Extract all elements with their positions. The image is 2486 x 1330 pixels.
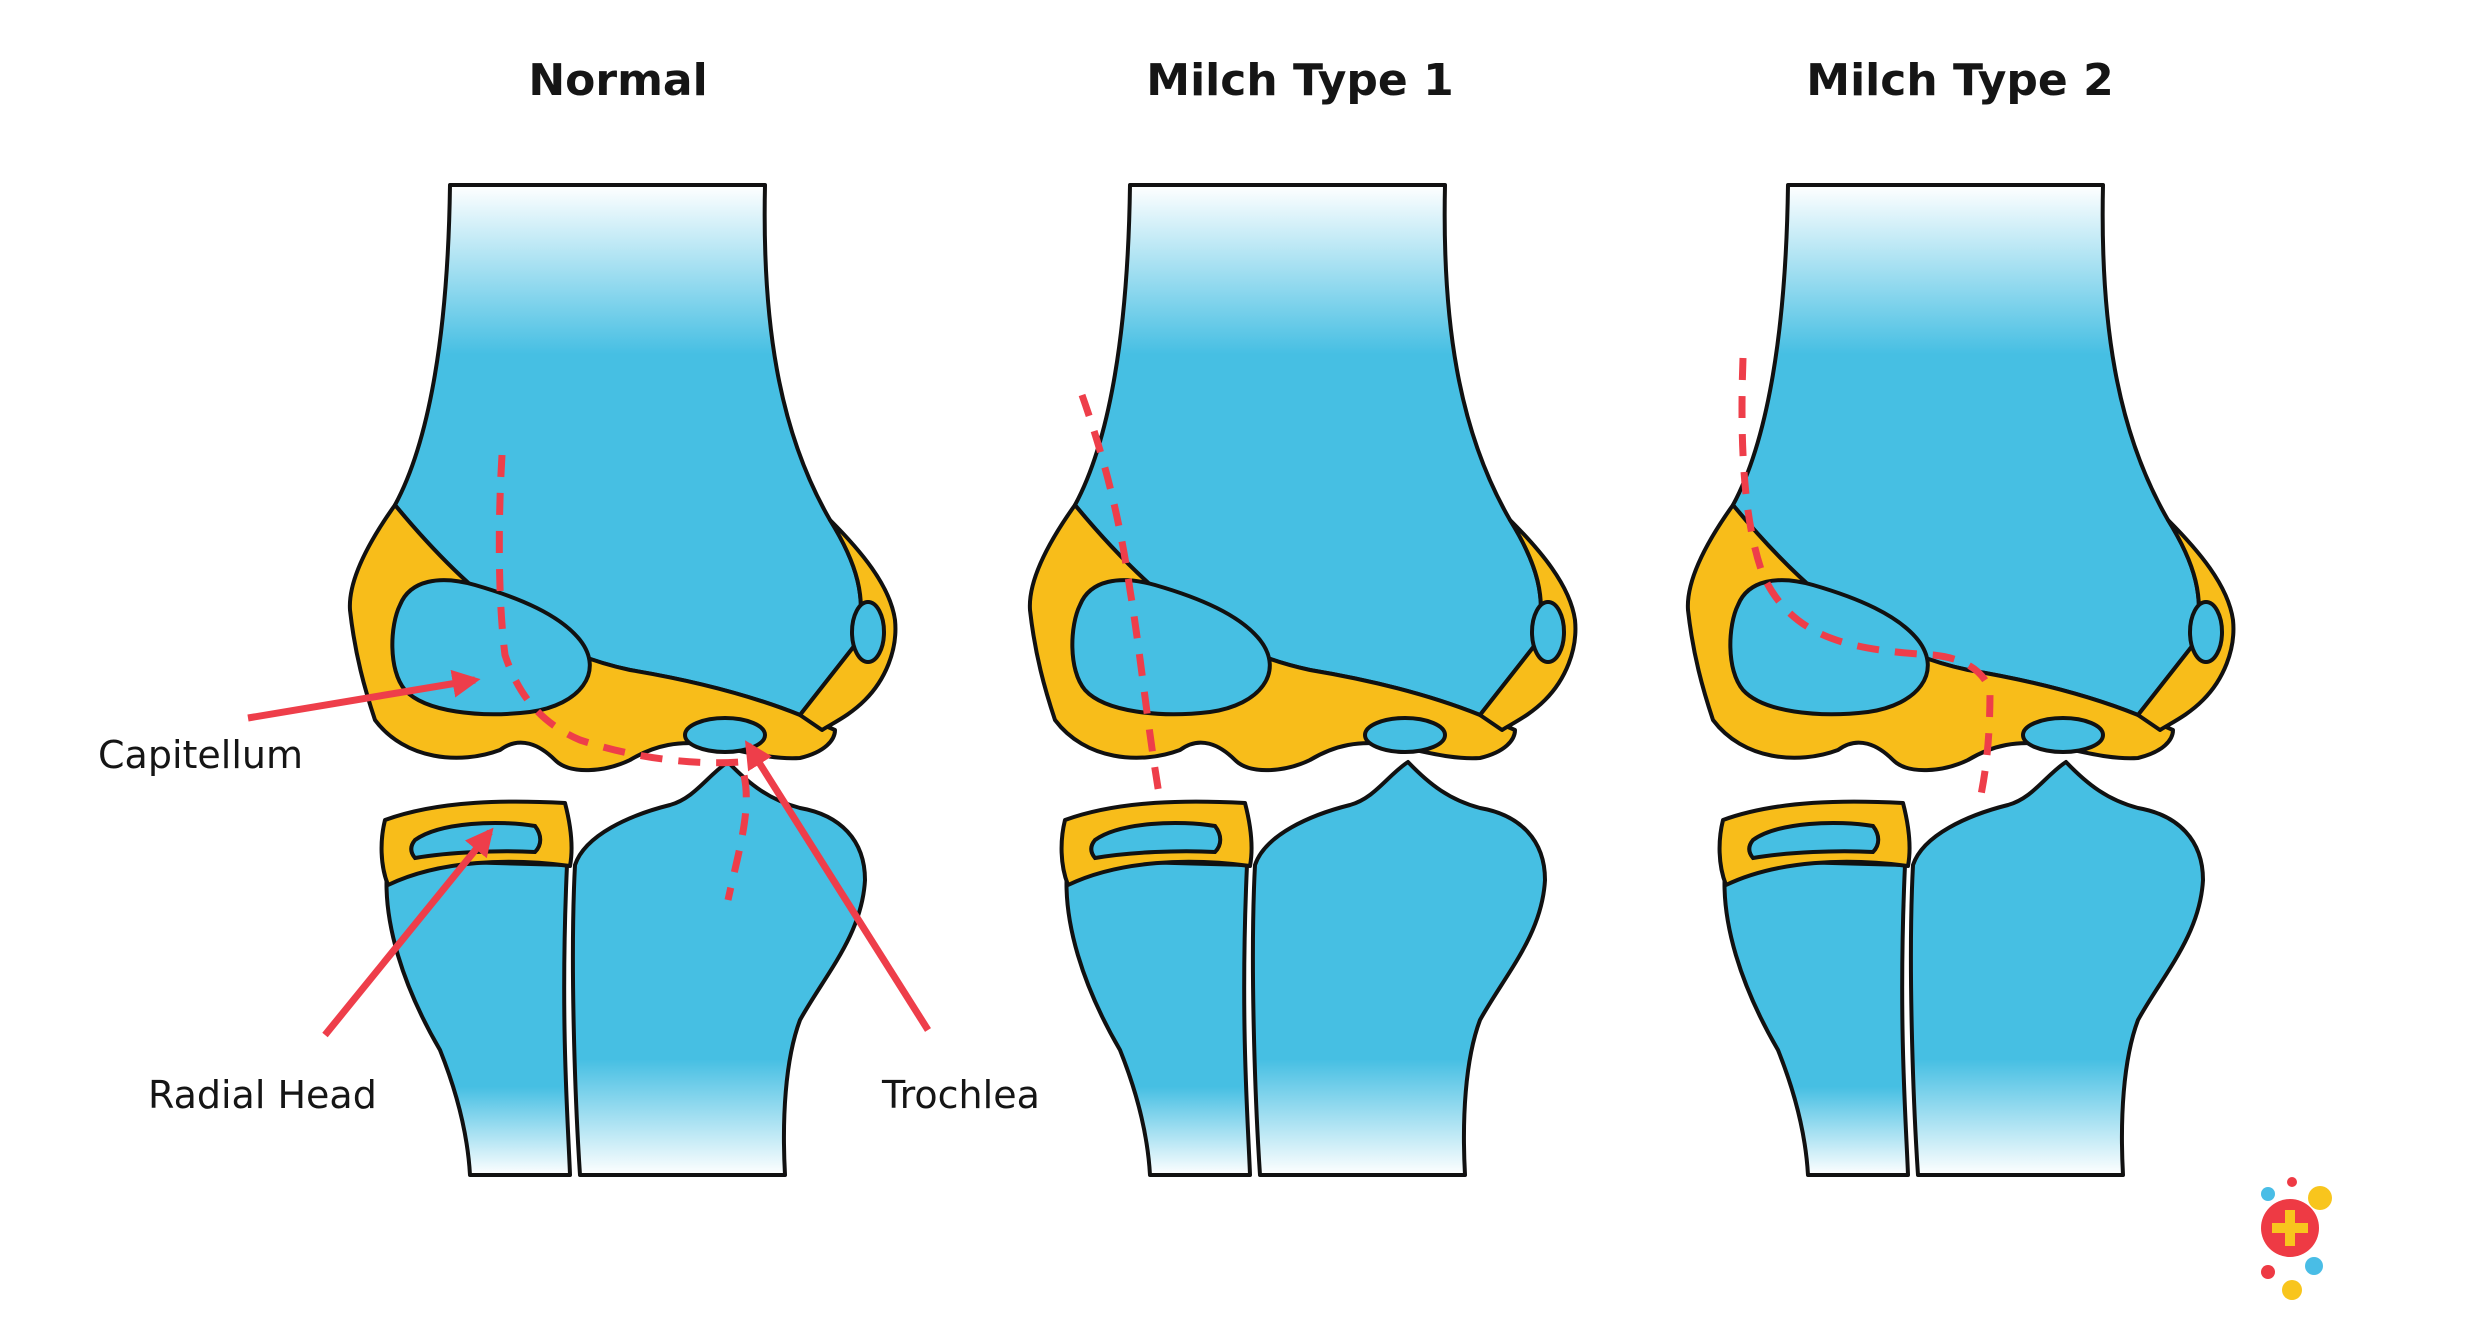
- panel-title-milch-type-1: Milch Type 1: [1146, 55, 1453, 106]
- panel-title-milch-type-2: Milch Type 2: [1806, 55, 2113, 106]
- radial-head-pointer-arrow: [322, 827, 494, 1038]
- elbow-illustration-normal: [347, 183, 898, 1177]
- trochlea-pointer-arrow: [745, 740, 931, 1032]
- capitellum-pointer-arrow: [247, 669, 481, 722]
- elbow-illustration-milch-type-1: [1027, 183, 1578, 1177]
- panel-title-normal: Normal: [528, 55, 707, 106]
- label-radial-head: Radial Head: [148, 1073, 377, 1117]
- elbow-illustration-milch-type-2: [1685, 183, 2236, 1177]
- label-trochlea: Trochlea: [881, 1073, 1040, 1117]
- medical-cross-logo-icon: [2261, 1177, 2332, 1300]
- milch-type-2-fracture-line: [1738, 357, 1994, 801]
- milch-type-1-fracture-line: [1078, 393, 1164, 801]
- normal-reference-line: [495, 454, 750, 901]
- label-capitellum: Capitellum: [98, 733, 303, 777]
